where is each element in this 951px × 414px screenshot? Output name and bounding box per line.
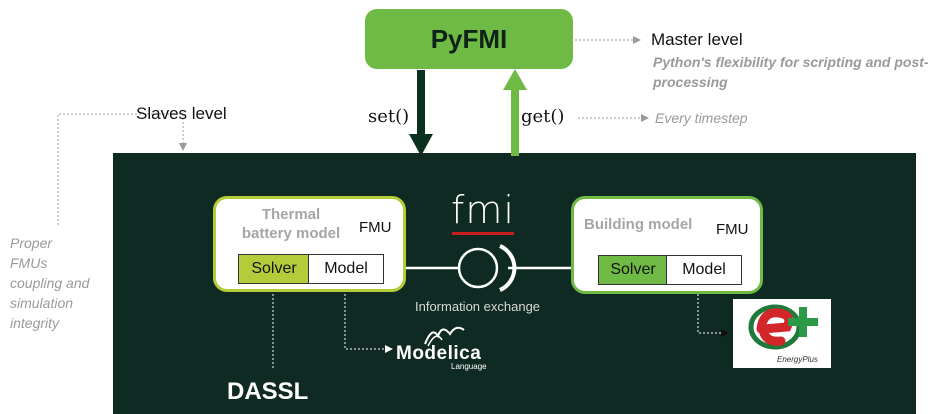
modelica-logo-subtext: Language [451, 362, 487, 371]
fmu-thermal-battery: Thermal battery model FMU Solver Model [213, 196, 406, 292]
fmu-building-model: Model [666, 255, 742, 285]
modelica-swirl-icon [424, 326, 465, 347]
fmi-logo-underline [452, 232, 514, 235]
pyfmi-label: PyFMI [430, 23, 508, 54]
fmu-thermal-title: Thermal battery model [226, 205, 356, 243]
timestep-note: Every timestep [655, 110, 748, 126]
set-label: set() [368, 106, 410, 127]
master-level-description: Python's flexibility for scripting and p… [653, 54, 929, 90]
fmu-thermal-tag: FMU [359, 219, 392, 236]
slaves-level-title: Slaves level [136, 104, 227, 123]
dassl-label: DASSL [227, 378, 309, 405]
energyplus-logo-text: EnergyPlus [777, 355, 818, 364]
get-label: get() [521, 106, 565, 127]
fmu-thermal-solver: Solver [238, 254, 310, 284]
fmu-building-title: Building model [584, 216, 693, 233]
fmu-thermal-title-line1: Thermal [261, 206, 321, 223]
fmi-logo: fmi [451, 188, 515, 232]
fmu-thermal-title-line2: battery model [241, 225, 341, 242]
fmu-thermal-model: Model [308, 254, 384, 284]
fmu-building-tag: FMU [716, 221, 749, 238]
pyfmi-box: PyFMI [365, 9, 573, 69]
slaves-level-bracket [57, 113, 187, 225]
energyplus-logo: EnergyPlus [733, 299, 831, 368]
exchange-caption: Information exchange [415, 299, 541, 314]
fmu-building-solver: Solver [598, 255, 668, 285]
energyplus-mark-icon [748, 304, 818, 350]
slaves-side-note: Proper FMUs coupling and simulation inte… [10, 235, 90, 331]
modelica-logo-text: Modelica [396, 343, 482, 364]
fmu-building: Building model FMU Solver Model [571, 196, 763, 294]
master-level-title: Master level [651, 30, 743, 49]
get-arrowhead [503, 69, 527, 90]
set-arrowhead [409, 134, 433, 156]
